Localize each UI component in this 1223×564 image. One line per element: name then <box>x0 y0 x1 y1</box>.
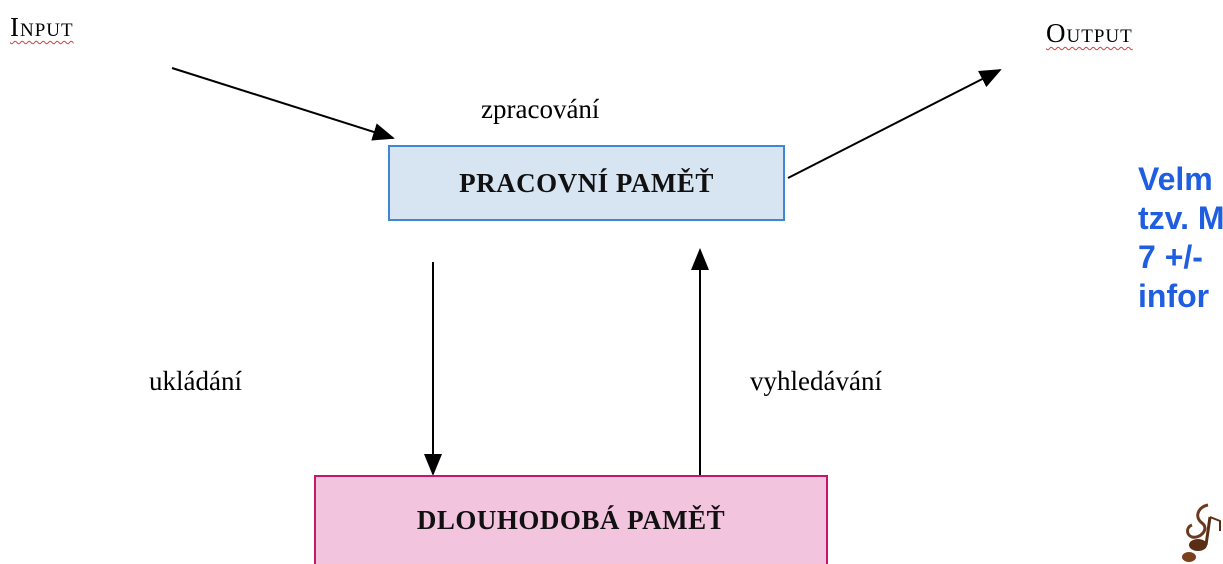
note-line: 7 +/- <box>1138 239 1203 275</box>
long-term-memory-box: DLOUHODOBÁ PAMĚŤ <box>314 475 828 564</box>
working-memory-box: PRACOVNÍ PAMĚŤ <box>388 145 785 221</box>
input-label: Input <box>10 12 74 42</box>
note-line: Velm <box>1138 161 1213 197</box>
note-line: tzv. M <box>1138 200 1223 236</box>
input-arrow <box>171 67 395 141</box>
retrieval-label: vyhledávání <box>750 366 882 396</box>
processing-label: zpracování <box>481 94 600 124</box>
capacity-note: Velm tzv. M 7 +/- infor <box>1138 160 1223 316</box>
working-memory-label: PRACOVNÍ PAMĚŤ <box>459 167 714 198</box>
output-label: Output <box>1046 18 1133 48</box>
note-clipart-icon <box>1182 503 1221 562</box>
storing-label: ukládání <box>149 366 242 396</box>
output-arrow <box>787 69 1002 179</box>
long-term-memory-label: DLOUHODOBÁ PAMĚŤ <box>416 505 726 535</box>
note-line: infor <box>1138 278 1210 314</box>
